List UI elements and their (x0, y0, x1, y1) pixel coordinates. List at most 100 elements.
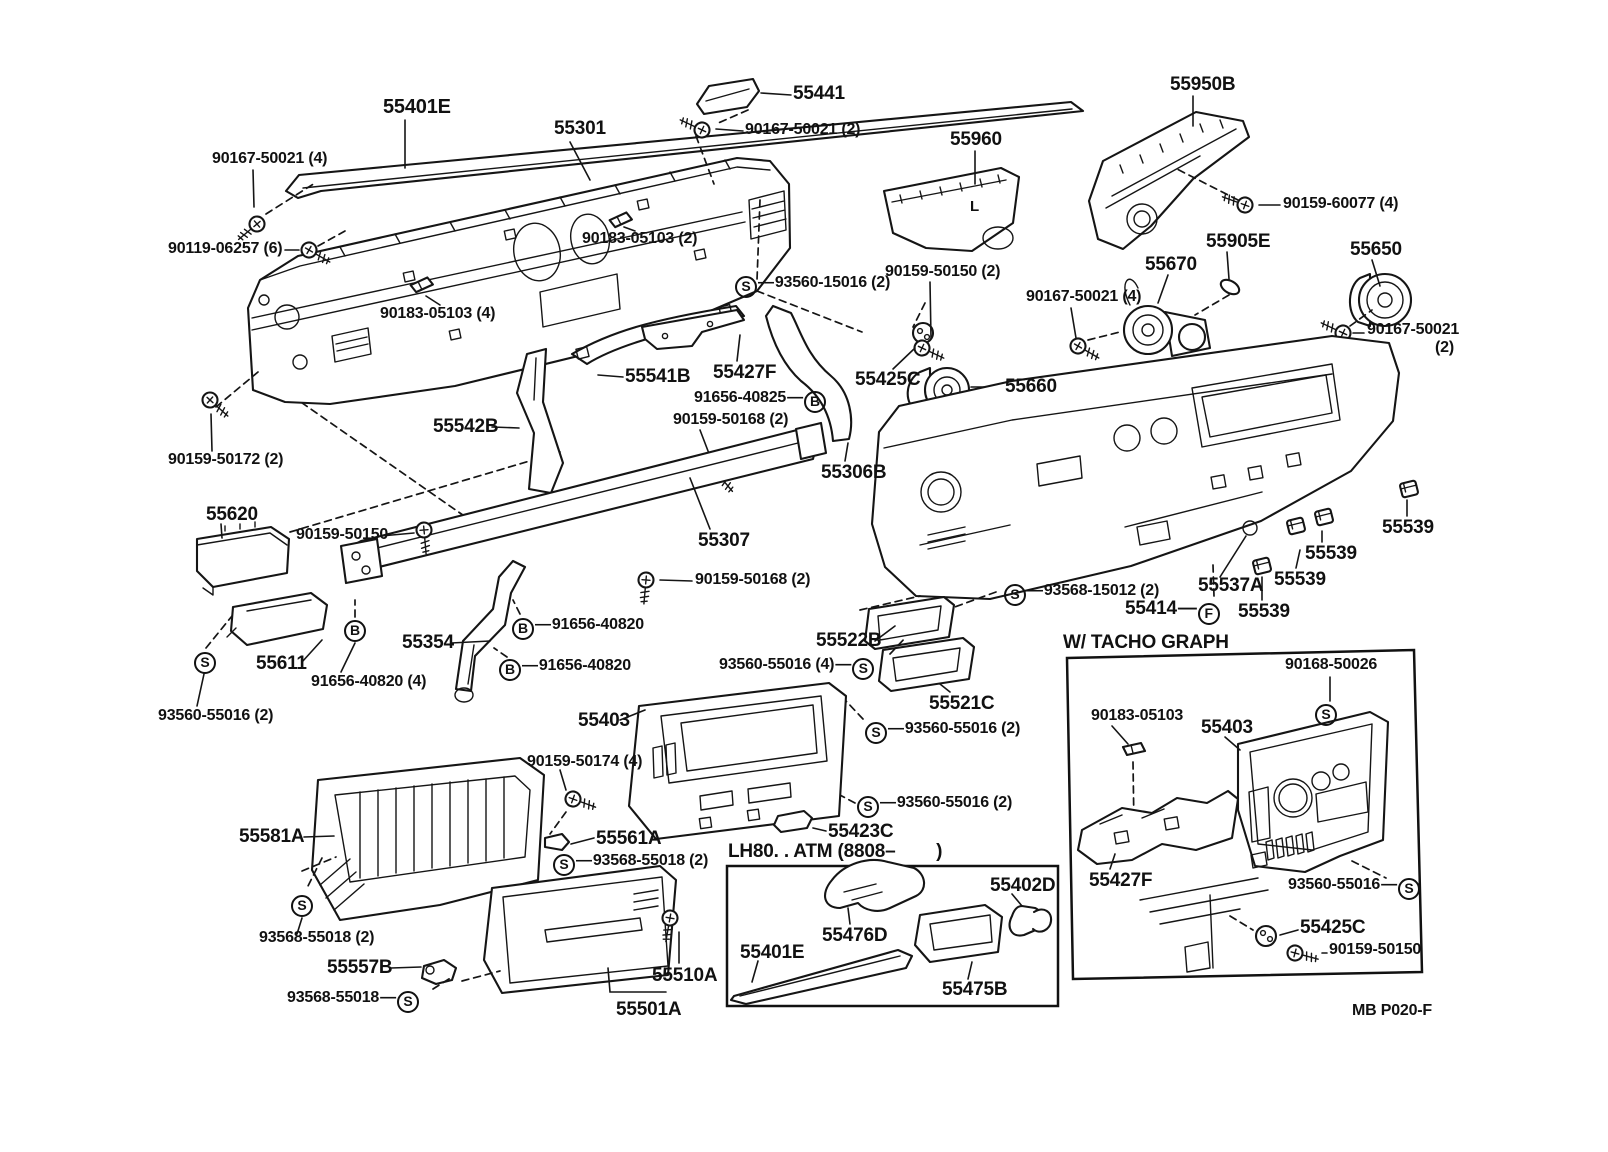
part-number-text: 55620 (206, 504, 258, 525)
leader-dash: — (1177, 598, 1197, 619)
part-label: 55542B (433, 417, 499, 437)
part-label: S—93560-55016 (2) (865, 720, 1021, 744)
circled-s-fastener-key: S (1315, 704, 1337, 726)
part-label: 55414—F (1125, 599, 1220, 625)
circled-s-fastener-key: S (1004, 584, 1026, 606)
leader-dash: — (522, 657, 538, 674)
part-label: 55301 (554, 119, 606, 139)
part-number-text: MB P020-F (1352, 1002, 1432, 1019)
part-label: 55539 (1382, 518, 1434, 538)
part-number-text: 55522B (816, 630, 882, 651)
part-label: 93560-55016 (2) (158, 707, 274, 725)
part-number-text: 90159-50168 (2) (673, 411, 789, 428)
part-number-text: 90183-05103 (2) (582, 230, 698, 247)
part-number-text: L (970, 198, 979, 215)
part-label: 55354 (402, 633, 454, 653)
part-label: 90119-06257 (6) (168, 240, 283, 258)
circled-f-fastener-key: F (1197, 603, 1220, 625)
part-number-text: 55403 (578, 710, 630, 731)
part-number-text: 93560-55016 (4) (719, 656, 835, 673)
part-number-text: 90159-60077 (4) (1283, 195, 1399, 212)
part-label: 55425C (855, 369, 921, 390)
part-label: 55581A (239, 827, 305, 847)
fastener-key: S (291, 894, 313, 917)
circled-s-fastener-key: S (857, 796, 879, 818)
part-number-text: 55354 (402, 632, 454, 653)
part-label: S—93560-15016 (2) (735, 274, 891, 298)
part-number-text: 55501A (616, 999, 682, 1020)
part-number-text: 93568-15012 (2) (1043, 582, 1160, 599)
part-number-text: 93560-55016 (2) (158, 707, 274, 724)
leader-dash: — (787, 389, 803, 406)
part-label: 90183-05103 (4) (380, 305, 496, 323)
part-number-text: 90119-06257 (6) (168, 240, 283, 257)
part-label: 55423C (828, 821, 894, 842)
part-number-text: 90159-50150 (2) (885, 263, 1001, 280)
part-number-text: 55427F (1089, 870, 1153, 891)
part-number-text: 90167-50021 (1367, 321, 1460, 338)
part-label: 55539 (1238, 602, 1290, 622)
part-number-text: 55557B (327, 957, 393, 978)
circled-s-fastener-key: S (735, 276, 757, 298)
part-number-text: 55414 (1125, 598, 1177, 619)
part-number-text: 55537A (1198, 575, 1264, 596)
part-label: 90167-50021 (4) (212, 150, 328, 168)
circled-s-fastener-key: S (865, 722, 887, 744)
part-number-text: 90167-50021 (4) (212, 150, 328, 167)
part-label: 55537A (1198, 575, 1264, 596)
part-label: 55441 (793, 84, 845, 104)
part-number-text: 55611 (256, 653, 307, 674)
part-label: 90159-50168 (2) (673, 411, 789, 429)
part-number-text: 55427F (713, 362, 777, 383)
part-number-text: 93560-55016 (2) (896, 794, 1013, 811)
part-number-text: 55561A (596, 828, 662, 849)
part-label: 55427F (713, 363, 776, 383)
part-number-text: 55423C (828, 821, 894, 842)
part-number-text: 55307 (698, 530, 750, 551)
leader-dash: — (1381, 876, 1397, 893)
circled-b-fastener-key: B (512, 618, 534, 640)
part-label: 90159-50150 (2) (885, 263, 1001, 281)
part-label: 55475B (942, 979, 1008, 1000)
part-label: 55539 (1305, 544, 1357, 564)
fastener-key: S (194, 651, 216, 674)
leader-dash: — (1027, 582, 1043, 599)
part-label: 55557B (327, 957, 393, 978)
variant-title-atm: LH80. . ATM (8808– ) (728, 842, 942, 862)
part-number-text: 90159-50174 (4) (527, 753, 643, 770)
part-number-text: 91656-40820 (551, 616, 644, 633)
part-label: B—91656-40820 (499, 657, 631, 681)
part-number-text: 90168-50026 (1285, 656, 1378, 673)
circled-b-fastener-key: B (344, 620, 366, 642)
part-number-text: W/ TACHO GRAPH (1063, 632, 1229, 653)
leader-dash: — (535, 616, 551, 633)
part-label: 55307 (698, 531, 750, 551)
part-label: 55539 (1274, 570, 1326, 590)
leader-dash: — (380, 989, 396, 1006)
part-label: 90159-60077 (4) (1283, 195, 1399, 213)
part-number-text: 55403 (1201, 717, 1253, 738)
part-number-text: 55541B (625, 366, 691, 387)
part-label: B—91656-40820 (512, 616, 644, 640)
fastener-key: S (1315, 703, 1337, 726)
part-number-text: 55510A (652, 965, 718, 986)
part-label: 55425C (1300, 918, 1366, 938)
part-label: 55620 (206, 505, 258, 525)
part-number-text: LH80. . ATM (8808– ) (728, 841, 943, 862)
part-label: 55561A (596, 828, 662, 849)
part-label: 90183-05103 (2) (582, 230, 698, 248)
part-number-text: 93560-15016 (2) (774, 274, 891, 291)
part-number-text: 90167-50021 (4) (1026, 288, 1142, 305)
part-number-text: 55425C (855, 369, 921, 390)
part-label: 55427F (1089, 871, 1152, 891)
part-number-text: 55475B (942, 979, 1008, 1000)
part-label: 90167-50021 (2) (745, 121, 861, 139)
part-number-text: 93560-55016 (2) (904, 720, 1021, 737)
part-label: S—93568-55018 (2) (553, 852, 708, 876)
part-label: 90159-50172 (2) (168, 451, 284, 469)
part-label: 55660 (1005, 377, 1057, 397)
part-label: 55541B (625, 366, 691, 387)
circled-s-fastener-key: S (194, 652, 216, 674)
part-number-text: 55960 (950, 129, 1002, 150)
